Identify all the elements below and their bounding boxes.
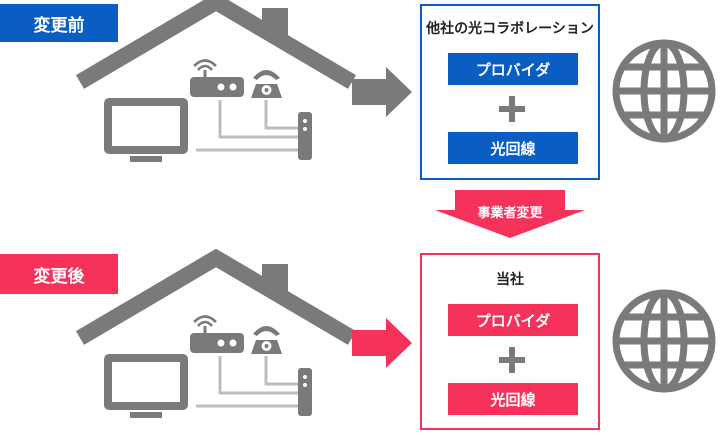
onu-icon — [298, 112, 312, 160]
globe-icon — [612, 39, 716, 143]
after-tag: 変更後 — [0, 254, 118, 294]
before-tag: 変更前 — [0, 4, 118, 42]
change-arrow-icon — [435, 190, 585, 238]
arrow-icon — [352, 318, 412, 368]
globe-icon — [612, 289, 716, 393]
after-box-title: 当社 — [496, 272, 524, 288]
before-provider-pill: プロバイダ — [448, 53, 578, 85]
house-icon — [75, 248, 357, 418]
house-icon — [75, 0, 357, 162]
plus-icon — [499, 347, 525, 373]
before-line-pill: 光回線 — [448, 132, 578, 164]
before-provider-box: 他社の光コラボレーション プロバイダ 光回線 — [420, 4, 600, 180]
telephone-icon — [251, 70, 282, 98]
tv-icon — [104, 98, 188, 162]
tv-icon — [104, 354, 188, 418]
onu-icon — [298, 368, 312, 416]
change-label: 事業者変更 — [477, 205, 543, 221]
after-provider-pill: プロバイダ — [448, 304, 578, 336]
arrow-icon — [352, 67, 412, 117]
after-line-pill: 光回線 — [448, 383, 578, 415]
plus-icon — [499, 96, 525, 122]
telephone-icon — [251, 326, 282, 354]
after-provider-box: 当社 プロバイダ 光回線 — [420, 253, 600, 430]
router-icon — [190, 315, 244, 353]
before-box-title: 他社の光コラボレーション — [426, 21, 594, 37]
router-icon — [190, 59, 244, 97]
